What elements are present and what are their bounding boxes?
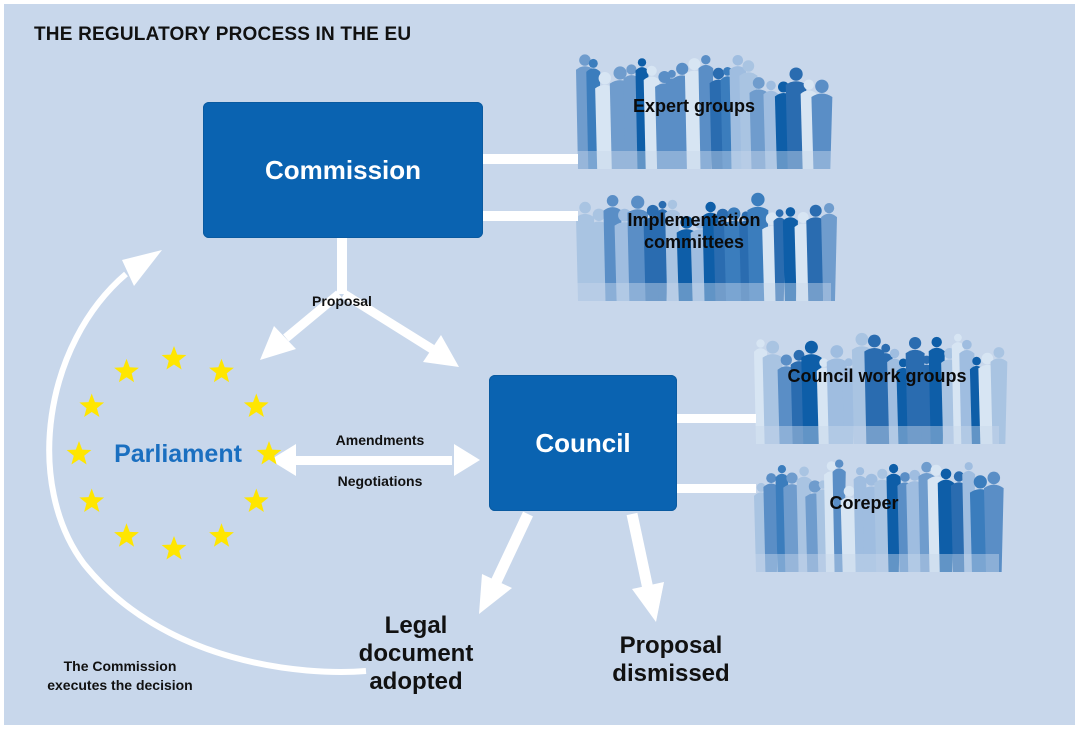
- parliament-star: [79, 488, 105, 512]
- council-workgroups-connector: [676, 414, 756, 423]
- crowd-person-silhouette: [905, 337, 925, 444]
- crowd-person-silhouette: [826, 345, 847, 444]
- crowd-person-silhouette: [627, 195, 649, 301]
- crowd-person-silhouette: [656, 200, 669, 301]
- parliament-star: [256, 441, 282, 465]
- crowd-person-silhouette: [874, 468, 891, 572]
- crowd-person-silhouette: [763, 473, 779, 572]
- crowd-person-silhouette: [698, 55, 714, 169]
- parliament-star: [243, 488, 269, 512]
- connector-layer: [46, 54, 1008, 675]
- commission-label: Commission: [264, 154, 422, 185]
- crowd-implementation-committees: [576, 192, 837, 301]
- crowd-reflection: [754, 554, 999, 572]
- crowd-reflection: [576, 151, 831, 169]
- crowd-person-silhouette: [842, 358, 856, 444]
- crowd-expert-groups: [576, 54, 833, 169]
- crowd-person-silhouette: [928, 336, 945, 444]
- crowd-person-silhouette: [990, 347, 1008, 444]
- commission-node: Commission: [203, 102, 483, 238]
- arrow-to-legal-document: [479, 511, 533, 614]
- crowd-person-silhouette: [749, 77, 768, 169]
- council-label: Council: [535, 427, 631, 458]
- crowd-person-silhouette: [724, 207, 744, 301]
- crowd-person-silhouette: [906, 469, 924, 572]
- parliament-star: [79, 393, 105, 417]
- crowd-person-silhouette: [937, 468, 955, 572]
- commission-implementation-connector: [482, 211, 578, 221]
- crowd-person-silhouette: [763, 80, 779, 169]
- crowd-person-silhouette: [801, 340, 822, 444]
- amendments-double-arrow: [270, 444, 480, 476]
- proposal-dismissed-label: Proposal dismissed: [612, 632, 730, 687]
- crowd-person-silhouette: [589, 208, 609, 301]
- crowd-person-silhouette: [816, 358, 831, 444]
- proposal-label: Proposal: [312, 293, 372, 309]
- crowd-person-silhouette: [811, 79, 833, 169]
- parliament-star: [161, 536, 187, 560]
- crowd-person-silhouette: [595, 72, 615, 169]
- crowd-person-silhouette: [782, 207, 798, 301]
- parliament-star-circle: [66, 346, 282, 560]
- parliament-star: [209, 523, 234, 547]
- crowd-person-silhouette: [623, 64, 640, 169]
- council-coreper-connector: [676, 484, 756, 493]
- parliament-star: [114, 523, 139, 547]
- crowd-reflection: [754, 426, 999, 444]
- proposal-stem: [337, 236, 347, 294]
- crowd-person-silhouette: [762, 340, 783, 444]
- amendments-label: Amendments: [335, 432, 425, 448]
- crowd-person-silhouette: [783, 472, 801, 572]
- crowd-coreper: [754, 459, 1004, 572]
- arrow-to-proposal-dismissed: [626, 512, 664, 622]
- legal-document-adopted-label: Legal document adopted: [358, 612, 474, 695]
- crowd-person-silhouette: [773, 209, 786, 301]
- crowd-person-silhouette: [777, 354, 796, 444]
- diagram-title: THE REGULATORY PROCESS IN THE EU: [34, 24, 412, 45]
- council-work-groups-label: Council work groups: [787, 366, 967, 386]
- parliament-label: Parliament: [114, 440, 242, 468]
- crowd-person-silhouette: [886, 463, 901, 572]
- crowd-person-silhouette: [665, 199, 680, 301]
- commission-expert-connector: [482, 154, 578, 164]
- crowd-reflection: [576, 283, 831, 301]
- crowd-person-silhouette: [821, 203, 837, 301]
- crowd-council-work-groups: [754, 332, 1008, 444]
- crowd-person-silhouette: [840, 485, 858, 572]
- negotiations-label: Negotiations: [337, 473, 423, 489]
- parliament-star: [243, 393, 269, 417]
- implementation-committees-label: Implementation committees: [627, 210, 761, 252]
- parliament-star: [209, 358, 234, 383]
- diagram-canvas: THE REGULATORY PROCESS IN THE EU Commiss…: [4, 4, 1075, 725]
- proposal-arrow-parliament: [260, 290, 342, 360]
- crowd-person-silhouette: [806, 204, 826, 301]
- commission-executes-label: The Commission executes the decision: [47, 658, 193, 693]
- proposal-arrow-council: [341, 290, 459, 367]
- parliament-star: [66, 441, 92, 465]
- council-node: Council: [489, 375, 677, 511]
- expert-groups-label: Expert groups: [632, 96, 756, 116]
- execution-return-arrow: [46, 250, 367, 675]
- coreper-label: Coreper: [829, 493, 899, 513]
- crowd-person-silhouette: [983, 471, 1004, 572]
- parliament-star: [114, 358, 139, 383]
- parliament-star: [161, 346, 187, 370]
